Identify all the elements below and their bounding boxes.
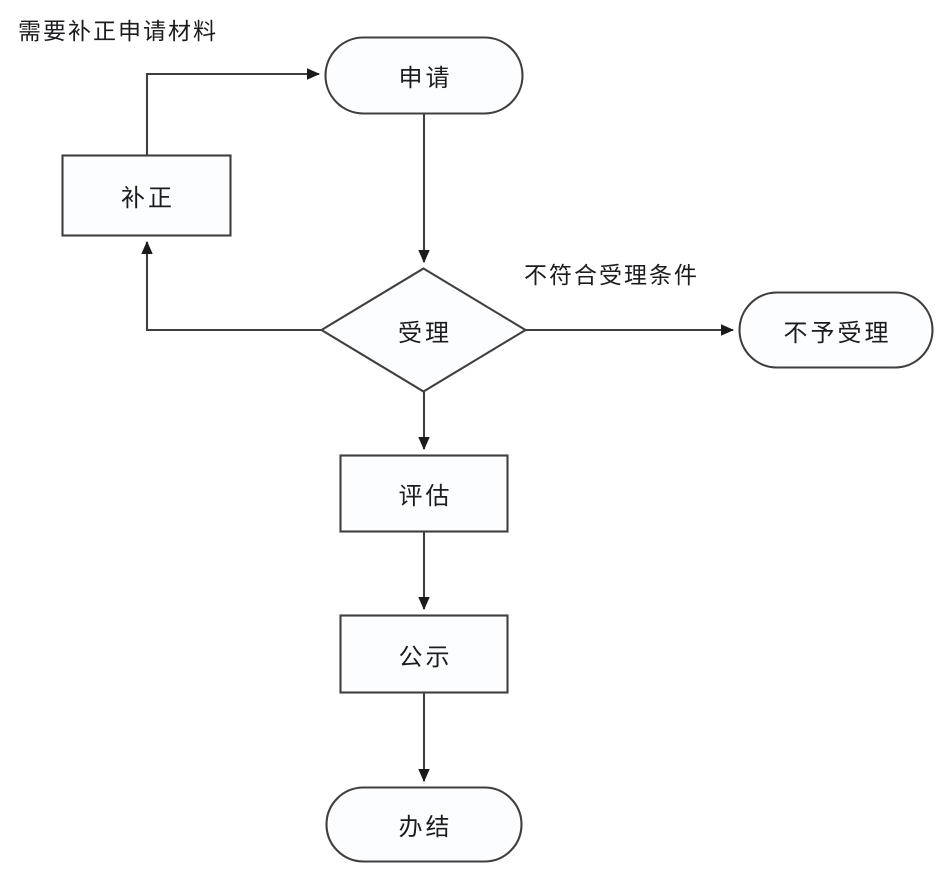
edge-accept-to-supplement [141,240,321,332]
edge-supplement-to-apply [145,68,321,155]
node-shape-complete[interactable] [325,786,523,863]
edge-label-not-meeting-conditions: 不符合受理条件 [524,263,699,289]
node-shape-publicize[interactable] [339,614,509,694]
edge-label-needs-supplement: 需要补正申请材料 [18,19,218,45]
node-shape-reject[interactable] [738,291,934,369]
node-shape-evaluate[interactable] [339,454,509,533]
node-shape-supplement[interactable] [61,154,232,237]
node-shape-accept[interactable] [319,267,528,393]
node-shape-apply[interactable] [324,36,524,115]
